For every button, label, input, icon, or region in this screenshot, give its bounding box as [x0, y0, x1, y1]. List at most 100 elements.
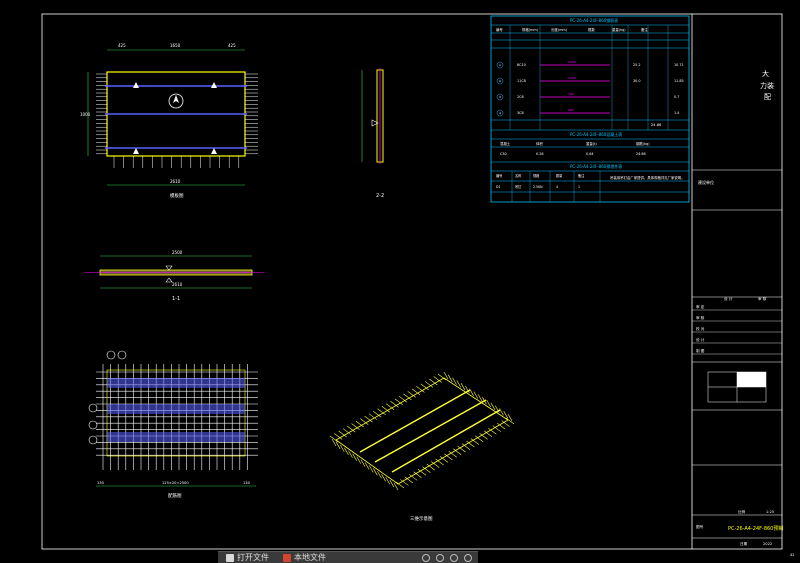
- rebar-dim-right: 130: [243, 481, 251, 485]
- tool-icon[interactable]: [436, 553, 444, 562]
- iso-rebar-line: [404, 476, 413, 484]
- part-table-note: 吊装用吊钉由厂家提供，具体规格详见厂家说明。: [610, 175, 685, 180]
- open-file-label: 打开文件: [237, 553, 269, 562]
- iso-rebar-line: [360, 459, 366, 467]
- iso-rebar-line: [453, 448, 462, 455]
- iso-rebar-line: [364, 415, 373, 423]
- iso-rebar-line: [342, 428, 352, 435]
- rebar-mark-icon: [88, 403, 98, 413]
- iso-rebar-line: [356, 456, 362, 464]
- company-name: 配: [764, 93, 771, 101]
- section-1-1-label: 1-1: [172, 296, 180, 302]
- part-table-header: 编号: [496, 173, 502, 178]
- rebar-length: 2500: [568, 76, 576, 80]
- iso-rebar-line: [344, 447, 349, 455]
- plan-dim-total: 2610: [170, 179, 181, 184]
- title-roles: 审 定审 核校 对设 计制 图: [692, 304, 782, 355]
- rebar-weight: 11.85: [674, 79, 684, 83]
- iso-rebar-line: [444, 453, 453, 461]
- rebar-mark-label: 1: [499, 63, 501, 67]
- open-file-button[interactable]: 打开文件: [222, 553, 273, 563]
- local-file-button[interactable]: 本地文件: [279, 553, 330, 563]
- iso-rebar-line: [486, 399, 491, 408]
- iso-rebar-line: [403, 393, 412, 401]
- iso-rebar-line: [483, 430, 493, 438]
- title-col-2: 审 核: [758, 296, 767, 301]
- iso-rebar-line: [499, 408, 504, 416]
- iso-rebar-line: [460, 383, 466, 391]
- file-icon: [283, 553, 291, 562]
- iso-rebar-line: [368, 413, 378, 420]
- lifting-marker-icon: [165, 265, 173, 283]
- iso-rebar-line: [355, 420, 365, 428]
- iso-rebar-line: [417, 468, 427, 476]
- iso-rebar-line: [501, 420, 510, 427]
- iso-main-bar: [374, 399, 487, 463]
- iso-rebar-line: [437, 373, 447, 381]
- date-label: 日期: [740, 541, 748, 546]
- iso-rebar-line: [452, 377, 457, 385]
- drawing-title: PC-26-A4-24F-860预制: [728, 525, 783, 532]
- conc-table-header: 体积: [536, 141, 543, 146]
- title-role: 设 计: [696, 337, 705, 342]
- section-1-1: 2500 2610 1-1: [84, 250, 264, 302]
- plan-dim-left: 425: [118, 43, 126, 48]
- folder-icon: [226, 553, 234, 562]
- iso-rebar-line: [456, 380, 462, 388]
- local-file-label: 本地文件: [294, 553, 326, 562]
- iso-rebar: [329, 371, 515, 491]
- iso-rebar-line: [475, 435, 484, 443]
- iso-rebar-line: [390, 401, 399, 408]
- iso-rebar-line: [457, 445, 466, 453]
- iso-rebar-line: [385, 403, 395, 411]
- iso-rebar-line: [431, 461, 440, 468]
- iso-rebar-line: [411, 388, 421, 396]
- iso-rebar-line: [340, 444, 345, 453]
- iso-rebar-line: [389, 479, 395, 488]
- rebar-length: 900: [568, 108, 574, 112]
- plan-view-label: 模板图: [170, 192, 184, 199]
- iso-rebar-line: [433, 376, 442, 383]
- rebar-table-header: 根数: [588, 27, 595, 32]
- iso-rebar-line: [334, 433, 343, 440]
- section-2-2-label: 2-2: [376, 193, 384, 199]
- part-table-cell: D1: [496, 185, 500, 189]
- iso-rebar-line: [407, 391, 416, 398]
- tool-icon[interactable]: [422, 553, 430, 562]
- iso-rebar-line: [424, 381, 434, 388]
- title-role: 审 核: [696, 315, 705, 320]
- title-block: 大 力装 配 建设单位 设 计 审 核 审 定审 核校 对设 计制 图 比例 1…: [691, 14, 795, 557]
- iso-rebar-line: [503, 411, 508, 419]
- tool-icon[interactable]: [450, 553, 458, 562]
- iso-rebar-line: [426, 463, 435, 471]
- conc-table-cell: 0.26: [536, 152, 544, 156]
- rebar-count: 25.2: [633, 63, 641, 67]
- tool-icon[interactable]: [464, 553, 472, 562]
- rebar-table-total: 24.66: [651, 123, 662, 127]
- iso-rebar-line: [435, 458, 444, 466]
- rebar-length: 2600: [568, 60, 576, 64]
- rebar-band: [107, 378, 245, 388]
- iso-rebar-line: [393, 482, 399, 491]
- rebar-mark-icon: [496, 93, 504, 101]
- conc-table-header: 钢筋(kg): [636, 141, 650, 146]
- drawing-border: [41, 13, 783, 550]
- rebar-table-header: 规格(mm): [522, 27, 539, 32]
- iso-main-bar: [391, 409, 501, 473]
- section-1-1-dim-top-text: 2500: [172, 250, 183, 255]
- iso-rebar-line: [368, 465, 374, 473]
- iso-rebar-line: [348, 450, 353, 458]
- iso-rebar-line: [329, 435, 339, 443]
- iso-rebar-line: [364, 462, 370, 470]
- company-name: 力装: [760, 81, 774, 90]
- sheet-label: 图号: [696, 524, 704, 529]
- iso-rebar-line: [448, 374, 453, 382]
- iso-rebar-line: [351, 423, 360, 430]
- iso-rebar-line: [416, 386, 425, 393]
- rebar-mark-icon: [88, 435, 98, 445]
- logo-fill: [737, 372, 766, 387]
- iso-rebar-line: [352, 453, 357, 461]
- iso-rebar-line: [422, 466, 431, 473]
